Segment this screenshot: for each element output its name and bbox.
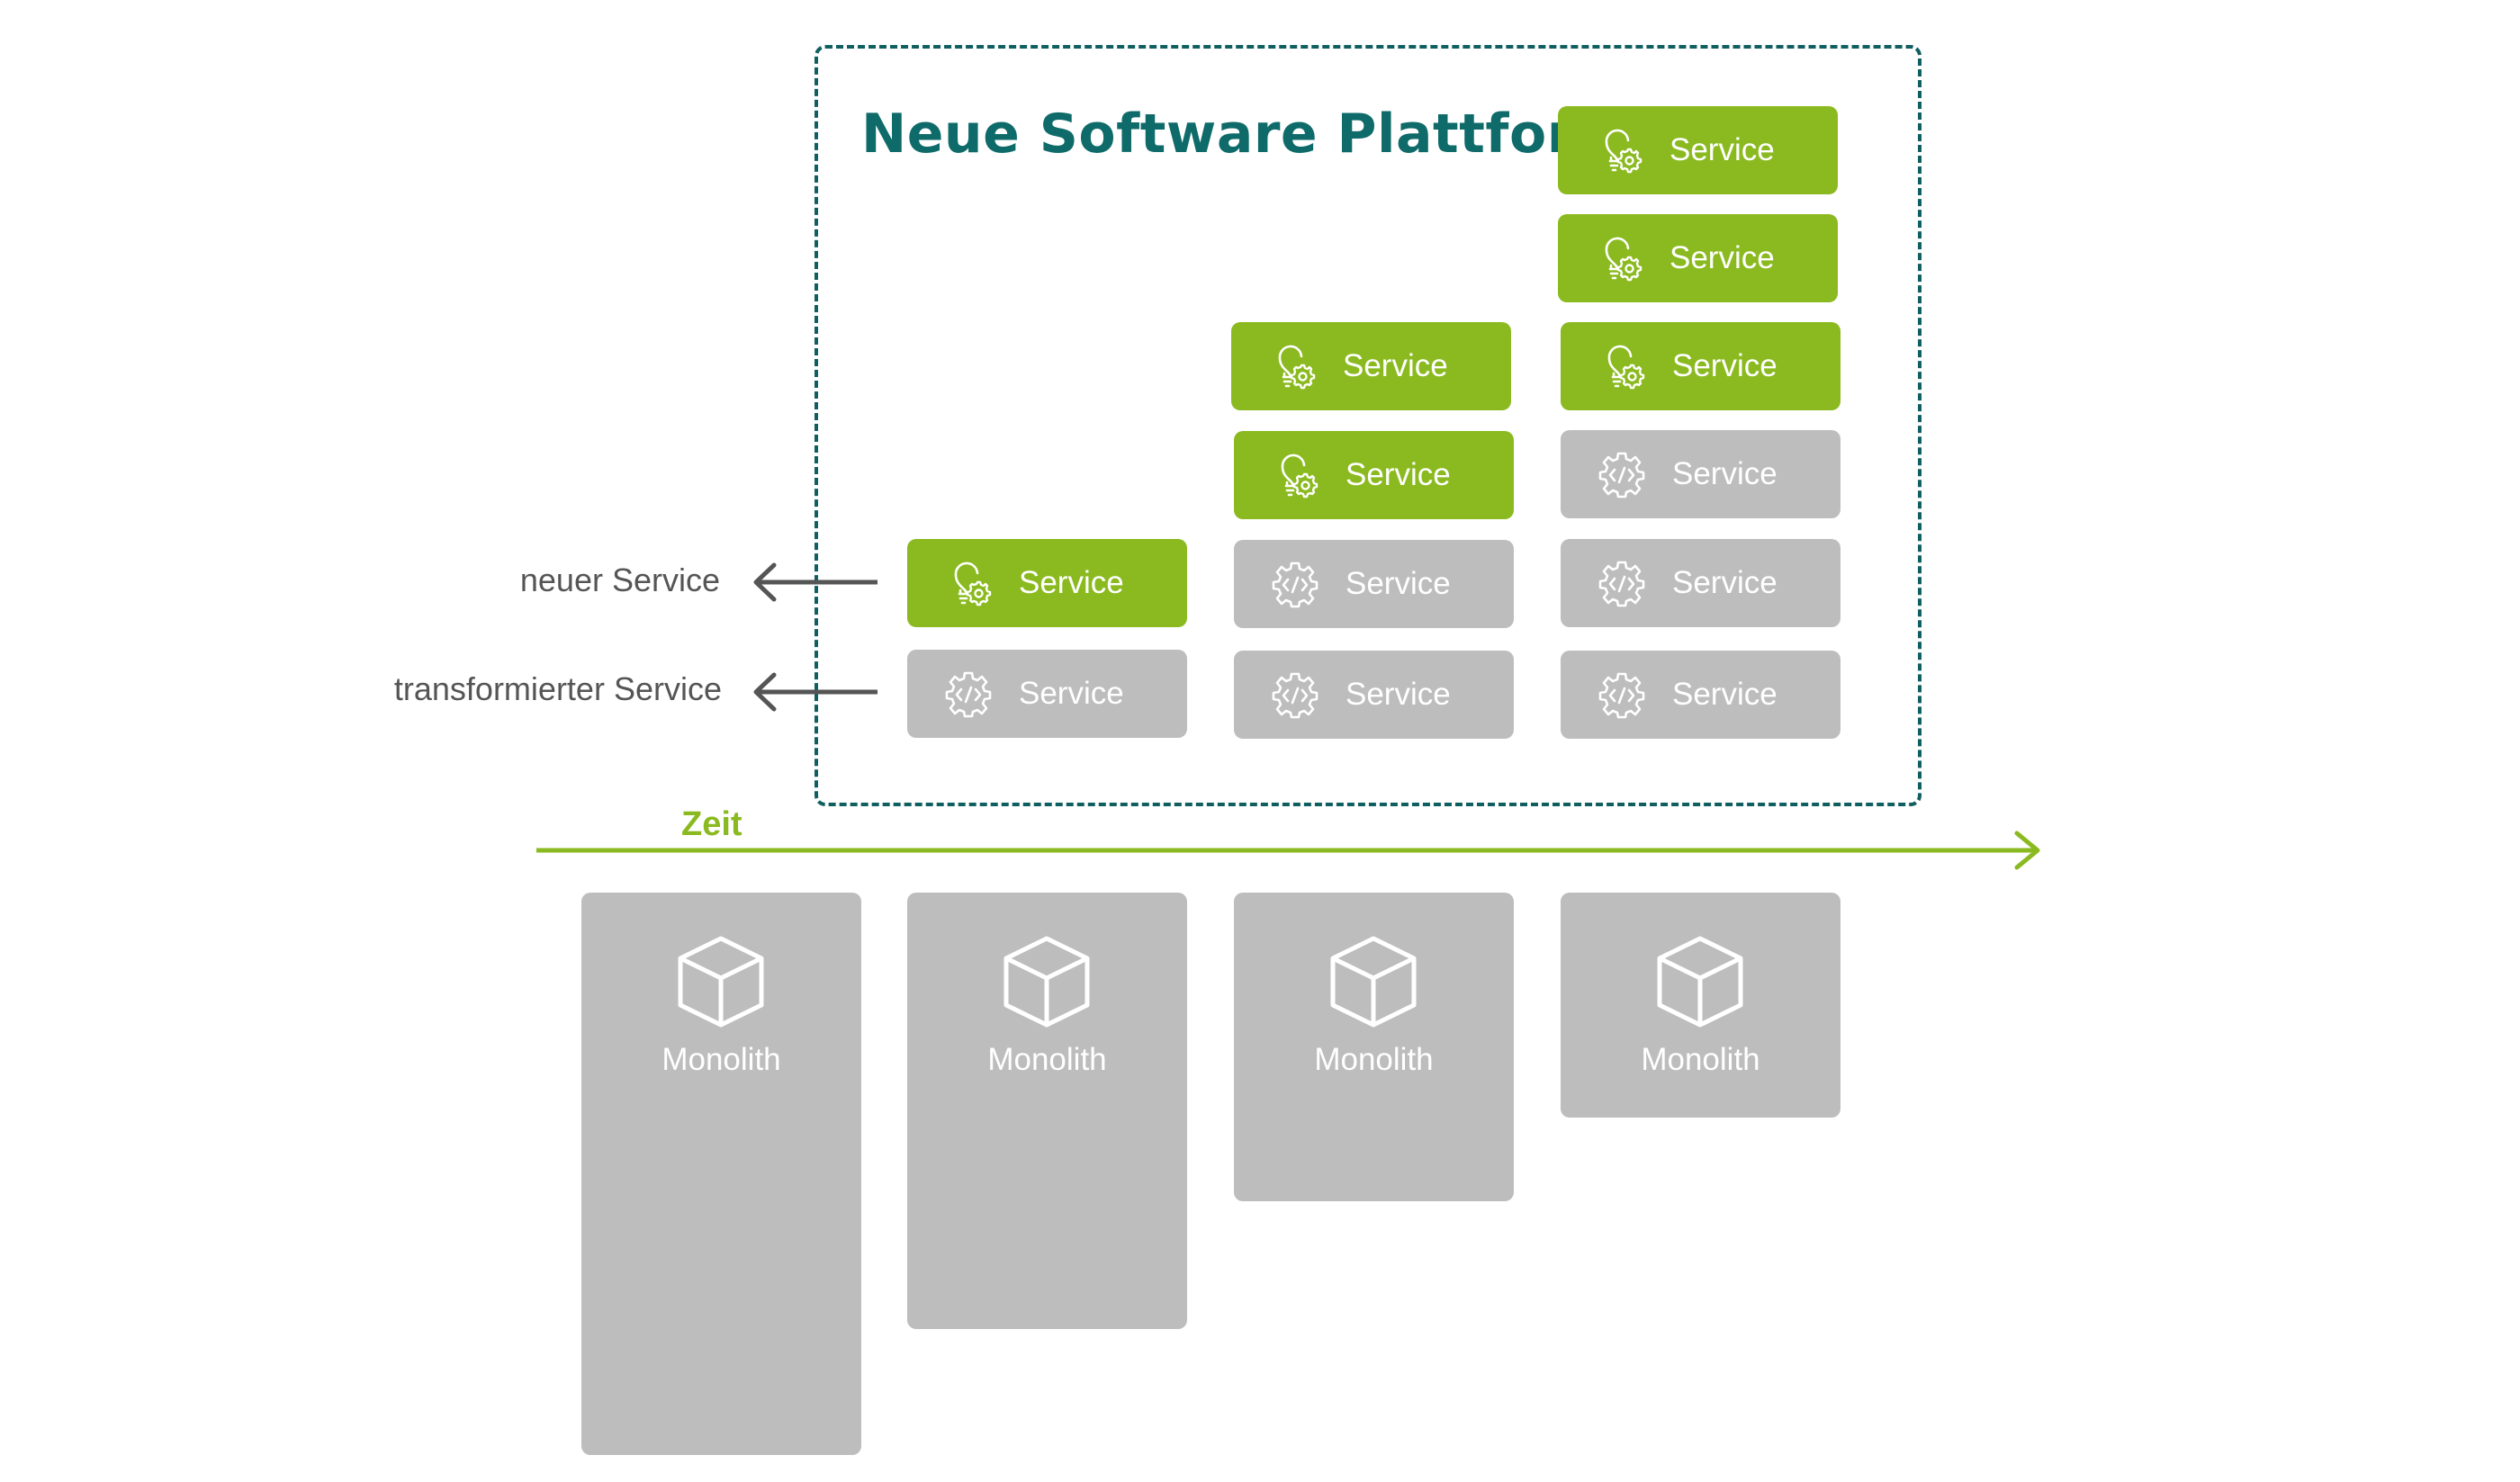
legend-transformed-service-label: transformierter Service <box>393 670 722 707</box>
service-transformed: Service <box>1561 430 1840 518</box>
lightbulb-gear-icon <box>1267 341 1318 391</box>
cube-icon <box>1652 933 1748 1028</box>
arrow-left-icon <box>747 560 878 605</box>
gear-code-icon <box>943 669 994 719</box>
service-label: Service <box>1670 132 1775 167</box>
gear-code-icon <box>1597 449 1647 499</box>
monolith-block: Monolith <box>581 893 861 1455</box>
service-transformed: Service <box>907 650 1187 738</box>
lightbulb-gear-icon <box>1594 125 1644 175</box>
service-label: Service <box>1672 456 1778 491</box>
arrow-left-icon <box>747 669 878 714</box>
cube-icon <box>1326 933 1421 1028</box>
platform-title: Neue Software Plattform <box>861 103 1631 166</box>
service-label: Service <box>1019 676 1124 711</box>
service-label: Service <box>1346 677 1451 712</box>
service-new: Service <box>1558 106 1838 194</box>
monolith-block: Monolith <box>1234 893 1514 1201</box>
service-new: Service <box>1231 322 1511 410</box>
gear-code-icon <box>1597 558 1647 608</box>
cube-icon <box>999 933 1094 1028</box>
cube-icon <box>673 933 769 1028</box>
gear-code-icon <box>1270 669 1320 720</box>
monolith-label: Monolith <box>1641 1042 1760 1077</box>
software-platform-region <box>814 45 1922 806</box>
gear-code-icon <box>1270 559 1320 609</box>
service-label: Service <box>1019 565 1124 600</box>
arrow-right-icon <box>536 831 2044 870</box>
service-label: Service <box>1672 677 1778 712</box>
service-label: Service <box>1343 348 1448 383</box>
service-label: Service <box>1672 348 1778 383</box>
timeline-label: Zeit <box>681 805 742 843</box>
lightbulb-gear-icon <box>1597 341 1647 391</box>
service-new: Service <box>1558 214 1838 302</box>
service-new: Service <box>907 539 1187 627</box>
service-new: Service <box>1561 322 1840 410</box>
monolith-block: Monolith <box>907 893 1187 1329</box>
service-label: Service <box>1670 240 1775 275</box>
service-transformed: Service <box>1561 651 1840 739</box>
service-new: Service <box>1234 431 1514 519</box>
service-transformed: Service <box>1234 540 1514 628</box>
lightbulb-gear-icon <box>1594 233 1644 283</box>
service-transformed: Service <box>1561 539 1840 627</box>
service-label: Service <box>1346 566 1451 601</box>
lightbulb-gear-icon <box>943 558 994 608</box>
service-label: Service <box>1672 565 1778 600</box>
monolith-block: Monolith <box>1561 893 1840 1118</box>
lightbulb-gear-icon <box>1270 450 1320 500</box>
monolith-label: Monolith <box>1314 1042 1434 1077</box>
monolith-label: Monolith <box>987 1042 1107 1077</box>
monolith-label: Monolith <box>662 1042 781 1077</box>
service-transformed: Service <box>1234 651 1514 739</box>
gear-code-icon <box>1597 669 1647 720</box>
legend-new-service-label: neuer Service <box>519 561 720 598</box>
service-label: Service <box>1346 457 1451 492</box>
